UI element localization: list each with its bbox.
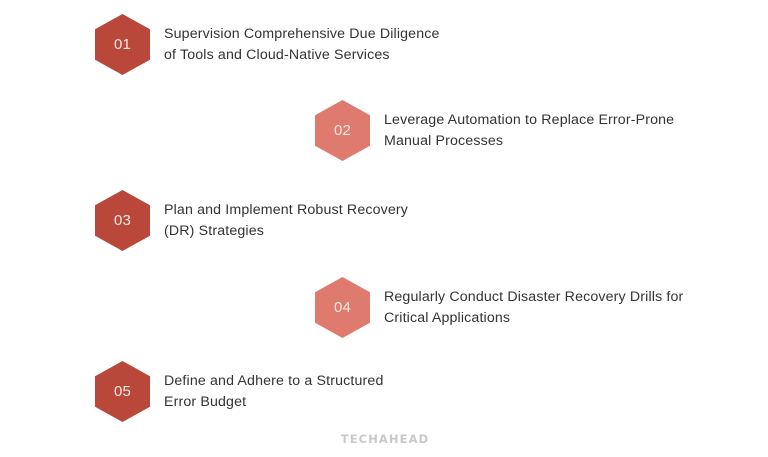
step-description-line: Leverage Automation to Replace Error-Pro… bbox=[384, 111, 675, 128]
step-description-line: Manual Processes bbox=[384, 132, 504, 149]
step-description-line: Supervision Comprehensive Due Diligence bbox=[164, 25, 440, 42]
step-04: 04 Regularly Conduct Disaster Recovery D… bbox=[315, 277, 683, 338]
hexagon-icon bbox=[95, 190, 150, 251]
hexagon-icon bbox=[315, 277, 370, 338]
step-number: 02 bbox=[333, 122, 352, 139]
step-description-line: Error Budget bbox=[164, 393, 247, 410]
step-description: Define and Adhere to a Structured Error … bbox=[164, 371, 383, 413]
step-description-line: (DR) Strategies bbox=[164, 222, 265, 239]
step-description-line: Critical Applications bbox=[384, 309, 511, 326]
step-number: 01 bbox=[113, 36, 132, 53]
step-number: 05 bbox=[113, 383, 132, 400]
hexagon-badge: 04 bbox=[315, 277, 370, 338]
step-number: 04 bbox=[333, 299, 352, 316]
hexagon-badge: 02 bbox=[315, 100, 370, 161]
step-description-line: Plan and Implement Robust Recovery bbox=[164, 201, 409, 218]
step-description: Plan and Implement Robust Recovery (DR) … bbox=[164, 200, 408, 242]
step-number: 03 bbox=[113, 212, 132, 229]
step-description-line: Regularly Conduct Disaster Recovery Dril… bbox=[384, 288, 684, 305]
step-description-line: Define and Adhere to a Structured bbox=[164, 372, 384, 389]
hexagon-badge: 05 bbox=[95, 361, 150, 422]
hexagon-icon bbox=[315, 100, 370, 161]
hexagon-badge: 03 bbox=[95, 190, 150, 251]
step-03: 03 Plan and Implement Robust Recovery (D… bbox=[95, 190, 408, 251]
step-02: 02 Leverage Automation to Replace Error-… bbox=[315, 100, 674, 161]
hexagon-icon bbox=[95, 14, 150, 75]
hexagon-badge: 01 bbox=[95, 14, 150, 75]
step-description-line: of Tools and Cloud-Native Services bbox=[164, 46, 390, 63]
techahead-logo: TECHAHEAD bbox=[340, 432, 430, 446]
step-description: Leverage Automation to Replace Error-Pro… bbox=[384, 110, 674, 152]
step-description: Supervision Comprehensive Due Diligence … bbox=[164, 24, 440, 66]
hexagon-icon bbox=[95, 361, 150, 422]
step-05: 05 Define and Adhere to a Structured Err… bbox=[95, 361, 383, 422]
step-01: 01 Supervision Comprehensive Due Diligen… bbox=[95, 14, 440, 75]
step-description: Regularly Conduct Disaster Recovery Dril… bbox=[384, 287, 683, 329]
